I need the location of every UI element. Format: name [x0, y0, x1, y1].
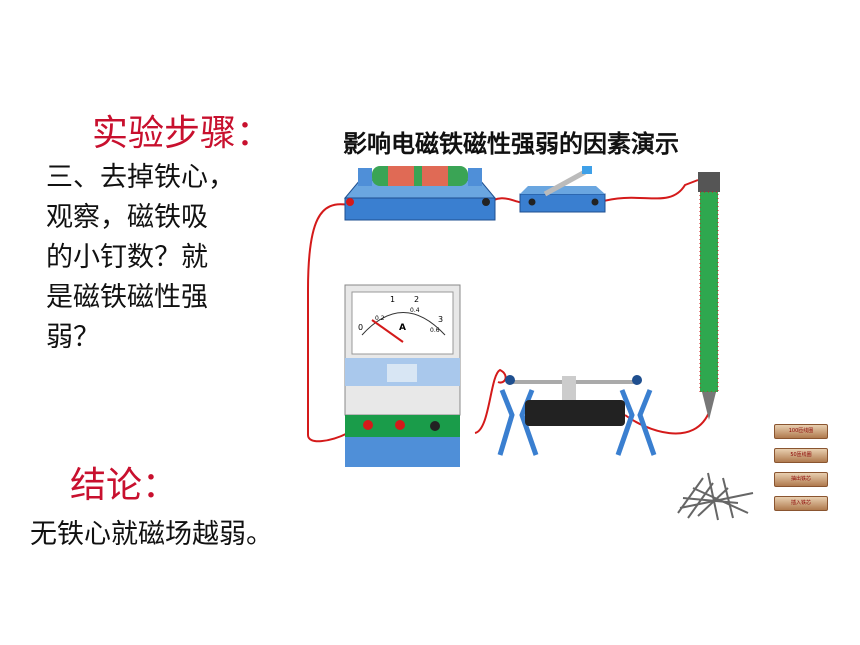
- coil-100-turns-button[interactable]: 100匝线圈: [774, 424, 828, 439]
- insert-core-button[interactable]: 插入铁芯: [774, 496, 828, 511]
- ammeter-unit: A: [399, 323, 406, 333]
- circuit-diagram: 0 1 2 3 0.2 0.4 0.6 A: [307, 166, 720, 467]
- rheostat[interactable]: [497, 375, 657, 456]
- terminal-icon: [430, 421, 440, 431]
- terminal-icon: [363, 420, 373, 430]
- terminal-icon: [591, 198, 599, 206]
- rheostat-slider[interactable]: [562, 376, 576, 400]
- scale-label: 0.4: [410, 307, 420, 314]
- nail-pile-image: [677, 472, 754, 521]
- scale-label: 3: [438, 315, 443, 324]
- scale-label: 1: [390, 295, 395, 304]
- terminal-icon: [528, 198, 536, 206]
- terminal-icon: [395, 420, 405, 430]
- remove-core-button[interactable]: 抽出铁芯: [774, 472, 828, 487]
- step-line: 三、去掉铁心，: [46, 162, 235, 193]
- electromagnet-box: [343, 166, 497, 221]
- ammeter: 0 1 2 3 0.2 0.4 0.6 A: [344, 284, 461, 467]
- scale-label: 0.6: [430, 327, 440, 334]
- circuit-wires: [307, 179, 711, 443]
- demo-title: 影响电磁铁磁性强弱的因素演示: [343, 130, 679, 158]
- ammeter-needle: [371, 319, 404, 343]
- coil-50-turns-button[interactable]: 50匝线圈: [774, 448, 828, 463]
- vertical-coil: [698, 172, 720, 420]
- step-line: 观察，磁铁吸: [46, 202, 208, 233]
- scale-label: 2: [414, 295, 419, 304]
- scale-label: 0: [358, 323, 363, 332]
- steps-heading: 实验步骤：: [92, 113, 273, 154]
- step-line: 是磁铁磁性强: [46, 282, 208, 313]
- step-line: 弱？: [46, 322, 100, 353]
- terminal-icon: [482, 198, 490, 206]
- conclusion-text: 无铁心就磁场越弱。: [30, 519, 273, 550]
- knife-switch[interactable]: [519, 166, 606, 213]
- terminal-icon: [346, 198, 354, 206]
- conclusion-heading: 结论：: [70, 465, 179, 506]
- scale-label: 0.2: [375, 315, 385, 322]
- step-line: 的小钉数？就: [46, 242, 208, 273]
- step-text: 三、去掉铁心， 观察，磁铁吸 的小钉数？就 是磁铁磁性强 弱？: [46, 158, 261, 358]
